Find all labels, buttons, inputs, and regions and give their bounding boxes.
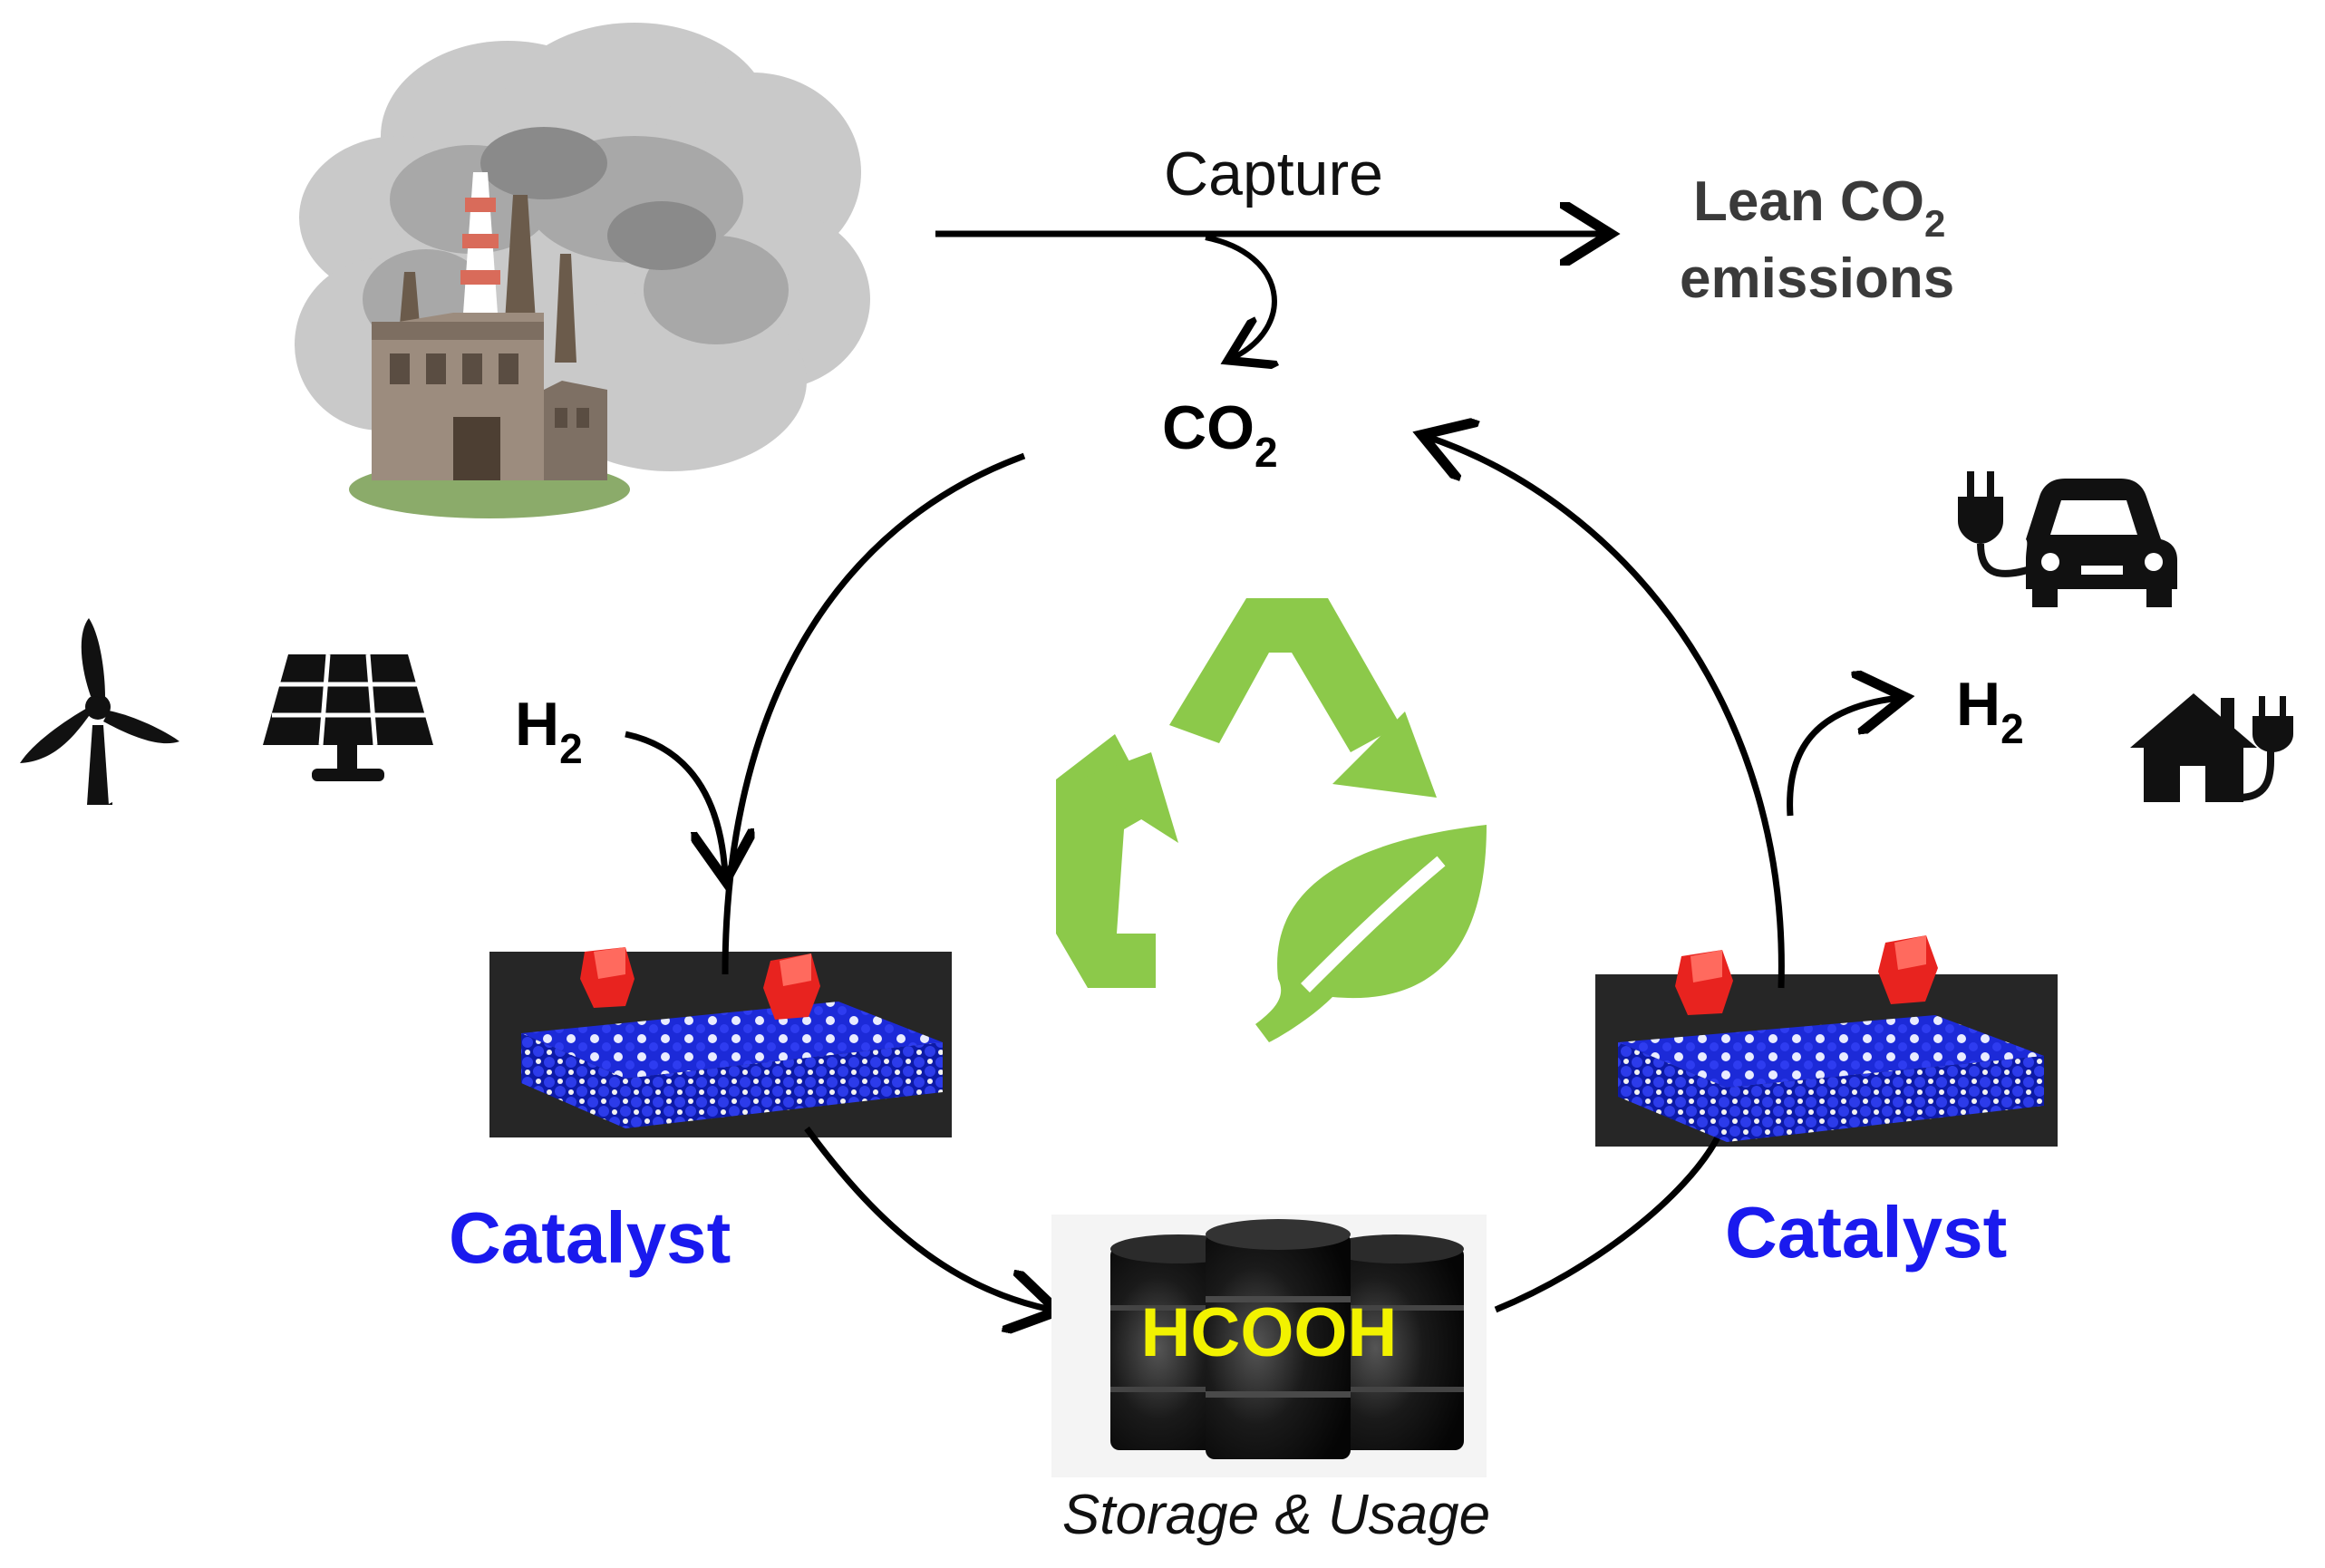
- capture-label: Capture: [1164, 140, 1383, 208]
- catalyst-lattice-icon: [489, 947, 952, 1137]
- lean-co2-sub: 2: [1924, 202, 1945, 245]
- capture-arrow: [935, 234, 1604, 358]
- co2-main: CO: [1162, 393, 1255, 462]
- co2-sub: 2: [1255, 429, 1278, 476]
- product-label: HCOOH: [1141, 1294, 1398, 1371]
- electric-car-icon: [1958, 471, 2177, 607]
- lean-co2-label: Lean CO2: [1693, 170, 1945, 245]
- catalyst-lattice-icon: [1595, 935, 2058, 1147]
- h2-right-sub: 2: [2000, 705, 2024, 752]
- cycle-arrows: [625, 437, 1899, 1310]
- h2-left-main: H: [515, 690, 559, 759]
- storage-usage-label: Storage & Usage: [1062, 1484, 1490, 1546]
- co2-label: CO2: [1162, 393, 1278, 476]
- lean-co2-text: Lean CO: [1693, 170, 1924, 233]
- electric-house-icon: [2130, 693, 2293, 802]
- factory-smoke-icon: [295, 23, 870, 518]
- catalyst-left-label: Catalyst: [449, 1197, 731, 1278]
- h2-left-sub: 2: [559, 725, 583, 772]
- h2-right-label: H2: [1956, 670, 2024, 752]
- lean-emissions-label: emissions: [1680, 247, 1954, 310]
- h2-left-label: H2: [515, 690, 583, 772]
- recycle-leaf-icon: [1056, 598, 1487, 1042]
- h2-right-main: H: [1956, 670, 2000, 739]
- oil-barrels-icon: [1051, 1215, 1487, 1477]
- solar-panel-icon: [263, 653, 433, 781]
- wind-turbine-icon: [20, 618, 179, 805]
- catalyst-right-label: Catalyst: [1725, 1192, 2007, 1273]
